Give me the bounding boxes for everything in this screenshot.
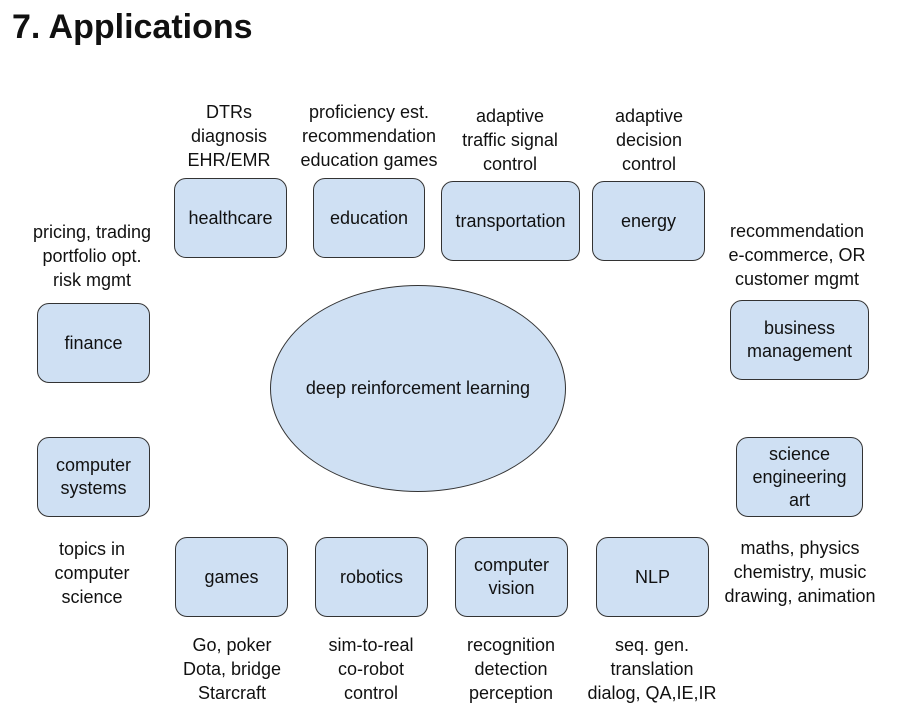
node-games: games — [175, 537, 288, 617]
education-notes: proficiency est. recommendation educatio… — [300, 100, 437, 172]
node-label: science engineering art — [752, 443, 847, 510]
node-label: business management — [746, 318, 853, 361]
node-energy: energy — [592, 181, 705, 261]
node-label: games — [204, 566, 259, 587]
center-label: deep reinforcement learning — [305, 378, 531, 398]
note: portfolio opt. — [42, 246, 142, 266]
nlp-notes: seq. gen. translation dialog, QA,IE,IR — [587, 633, 716, 705]
note: chemistry, music — [733, 562, 867, 582]
note: proficiency est. — [308, 102, 430, 122]
robotics-notes: sim-to-real co-robot control — [328, 633, 413, 705]
node-label: education — [329, 207, 409, 228]
note: recognition — [466, 635, 556, 655]
note: computer — [54, 563, 130, 583]
node-science: science engineering art — [736, 437, 863, 517]
node-computer-systems: computer systems — [37, 437, 150, 517]
note: Starcraft — [197, 683, 267, 703]
node-label: NLP — [634, 566, 670, 587]
computer-systems-notes: topics in computer science — [54, 537, 129, 609]
node-label: computer systems — [55, 455, 132, 498]
note: Go, poker — [192, 635, 272, 655]
healthcare-notes: DTRs diagnosis EHR/EMR — [187, 100, 270, 172]
note: control — [482, 154, 538, 174]
note: topics in — [58, 539, 126, 559]
note: sim-to-real — [328, 635, 414, 655]
node-finance: finance — [37, 303, 150, 383]
node-transportation: transportation — [441, 181, 580, 261]
note: traffic signal — [462, 130, 558, 150]
node-robotics: robotics — [315, 537, 428, 617]
note: maths, physics — [740, 538, 860, 558]
note: co-robot — [337, 659, 405, 679]
note: e-commerce, OR — [728, 245, 866, 265]
node-computer-vision: computer vision — [455, 537, 568, 617]
transportation-notes: adaptive traffic signal control — [462, 104, 558, 176]
business-notes: recommendation e-commerce, OR customer m… — [728, 219, 865, 291]
note: recommendation — [301, 126, 437, 146]
note: dialog, QA,IE,IR — [587, 683, 717, 703]
note: adaptive — [475, 106, 545, 126]
note: customer mgmt — [734, 269, 860, 289]
note: pricing, trading — [32, 222, 152, 242]
note: seq. gen. — [614, 635, 690, 655]
note: recommendation — [729, 221, 865, 241]
node-label: computer vision — [473, 555, 550, 598]
note: adaptive — [614, 106, 684, 126]
node-business-management: business management — [730, 300, 869, 380]
node-healthcare: healthcare — [174, 178, 287, 258]
note: risk mgmt — [52, 270, 131, 290]
note: perception — [468, 683, 554, 703]
note: education games — [300, 150, 438, 170]
node-label: transportation — [455, 210, 566, 231]
energy-notes: adaptive decision control — [615, 104, 683, 176]
note: science — [61, 587, 123, 607]
node-label: energy — [620, 210, 677, 231]
note: detection — [474, 659, 548, 679]
node-nlp: NLP — [596, 537, 709, 617]
note: Dota, bridge — [182, 659, 282, 679]
science-notes: maths, physics chemistry, music drawing,… — [724, 536, 875, 608]
page-title: 7. Applications — [12, 8, 253, 46]
note: EHR/EMR — [187, 150, 271, 170]
vision-notes: recognition detection perception — [467, 633, 555, 705]
note: decision — [615, 130, 683, 150]
center-node: deep reinforcement learning — [270, 285, 566, 492]
note: control — [343, 683, 399, 703]
note: translation — [610, 659, 694, 679]
note: control — [621, 154, 677, 174]
node-label: finance — [64, 332, 123, 353]
node-label: healthcare — [188, 207, 273, 228]
node-label: robotics — [339, 566, 404, 587]
note: diagnosis — [190, 126, 268, 146]
games-notes: Go, poker Dota, bridge Starcraft — [183, 633, 281, 705]
node-education: education — [313, 178, 425, 258]
finance-notes: pricing, trading portfolio opt. risk mgm… — [33, 220, 151, 292]
note: drawing, animation — [724, 586, 876, 606]
note: DTRs — [205, 102, 252, 122]
